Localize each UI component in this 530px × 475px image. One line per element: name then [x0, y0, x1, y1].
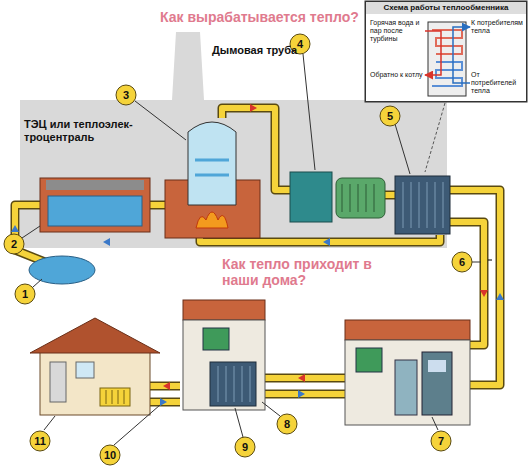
flow-label-box: Обратно к котлу — [369, 70, 425, 80]
title: Как вырабатывается тепло? — [160, 9, 364, 25]
inset-heading: Схема работы теплообменника — [366, 2, 526, 12]
title-wrap: Как вырабатывается тепло? — [160, 9, 364, 25]
house — [30, 318, 160, 415]
inset-exchanger — [428, 22, 466, 96]
part-name: Дымовая труба — [212, 44, 322, 57]
label-wrap: ТЭЦ или теплоэлек- троцентраль — [24, 118, 136, 143]
callout-number: 9 — [242, 441, 248, 453]
heat-exchanger — [395, 176, 450, 234]
section-heading: Как тепло приходит в наши дома? — [222, 256, 382, 288]
heating-substation — [183, 300, 265, 410]
callout-number: 7 — [438, 435, 444, 447]
callout-number: 10 — [104, 449, 116, 461]
callout-leader — [22, 54, 481, 445]
inset-ground — [365, 1, 527, 102]
callout-number: 6 — [459, 256, 465, 268]
callout-number: 2 — [11, 238, 17, 250]
label-wrap: 3 — [116, 85, 136, 105]
inset-panel: Схема работы теплообменникаГорячая вода … — [365, 1, 527, 102]
flow-label: К потребителям тепла — [471, 19, 523, 35]
flow-label-box: Горячая вода и пар после турбины — [369, 18, 425, 44]
callout-number: 3 — [123, 89, 129, 101]
water-tank — [40, 178, 150, 232]
callout-number: 5 — [387, 110, 393, 122]
callout-number: 11 — [34, 435, 46, 447]
inset-header — [366, 2, 526, 14]
label-wrap: 7 — [431, 431, 451, 451]
flow-label: Обратно к котлу — [370, 71, 424, 79]
pond — [29, 256, 95, 284]
label-wrap: 1 — [15, 284, 35, 304]
flow-label: Горячая вода и пар после турбины — [370, 19, 424, 43]
label-wrap: 11 — [30, 431, 50, 451]
flow-label-box: От потребителей тепла — [470, 70, 524, 96]
turbine-generator — [290, 172, 385, 222]
flow-label: От потребителей тепла — [471, 71, 523, 95]
pumping-station — [345, 320, 470, 425]
label-wrap: 9 — [235, 437, 255, 457]
callout-number: 1 — [22, 288, 28, 300]
part-name: ТЭЦ или теплоэлек- троцентраль — [24, 118, 136, 143]
label-wrap: 8 — [277, 414, 297, 434]
flow-connector — [453, 27, 470, 83]
label-wrap: 5 — [380, 106, 400, 126]
label-wrap: 2 — [4, 234, 24, 254]
callout-number: 8 — [284, 418, 290, 430]
flow-connector — [425, 31, 441, 75]
label-wrap: Как тепло приходит в наши дома? — [222, 256, 382, 288]
callout-number: 4 — [297, 38, 303, 50]
label-wrap: Дымовая труба — [212, 44, 322, 57]
inset-leader — [425, 103, 445, 172]
flow-label-box: К потребителям тепла — [470, 18, 524, 36]
callout-circle — [4, 34, 472, 465]
label-wrap: 4 — [290, 34, 310, 54]
label-wrap: 6 — [452, 252, 472, 272]
label-wrap: 10 — [100, 445, 120, 465]
boiler — [165, 122, 260, 238]
